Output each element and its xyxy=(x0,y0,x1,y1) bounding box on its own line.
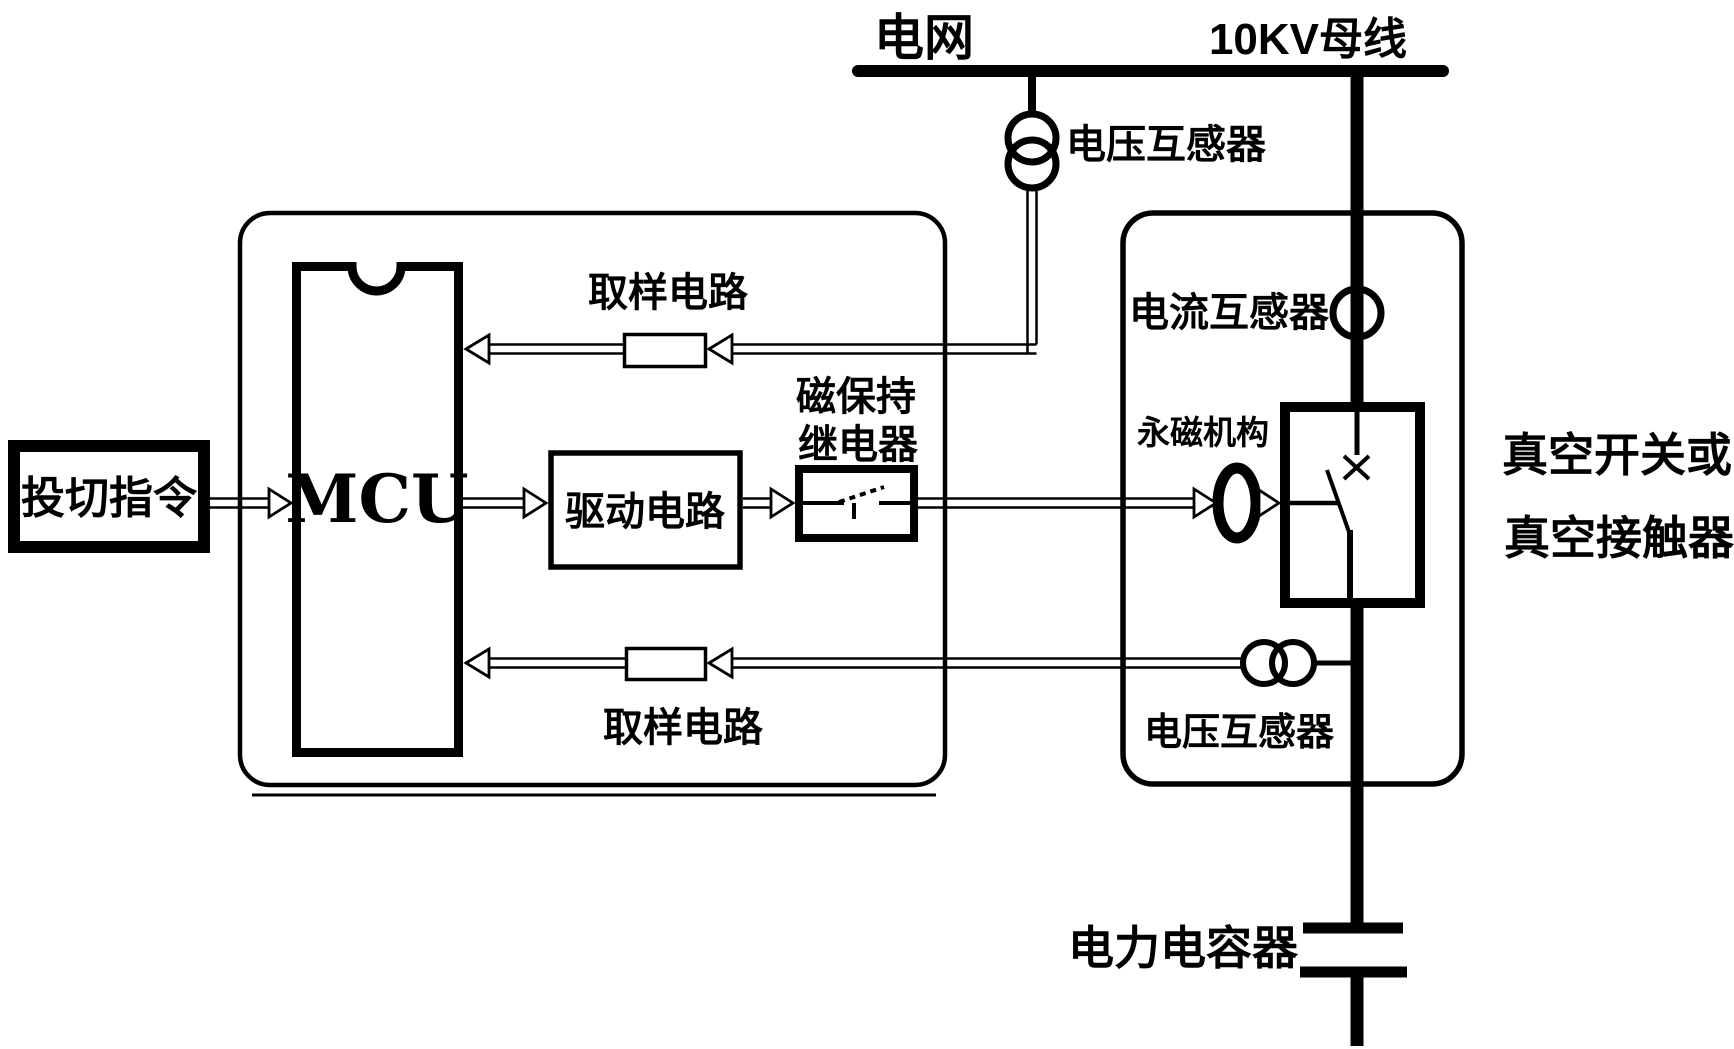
current-transformer-label: 电流互感器 xyxy=(1129,291,1330,335)
vacuum-switch-label-line2: 真空接触器 xyxy=(1504,512,1734,564)
sampling-box-bottom xyxy=(627,649,706,680)
arrow-into-sampling-bottom xyxy=(709,649,732,677)
bvt-coil-2 xyxy=(1272,642,1314,684)
arrow-into-pm xyxy=(1194,489,1216,517)
latching-relay xyxy=(799,469,914,538)
arrow-into-mcu-top xyxy=(466,335,489,363)
relay-label-line2: 继电器 xyxy=(798,423,919,467)
sampling-box-top xyxy=(625,335,706,367)
sampling-bottom-label: 取样电路 xyxy=(603,706,764,750)
top-voltage-transformer-symbol xyxy=(1008,75,1056,188)
bottom-vt-label: 电压互感器 xyxy=(1144,712,1335,754)
arrow-into-relay xyxy=(771,489,793,517)
power-capacitor-label: 电力电容器 xyxy=(1068,922,1299,974)
mcu-label: MCU xyxy=(285,460,468,538)
sampling-top-label: 取样电路 xyxy=(588,271,749,315)
permanent-magnet-label: 永磁机构 xyxy=(1137,414,1269,451)
bottom-voltage-transformer-symbol xyxy=(1243,642,1352,684)
vacuum-switch-label-line1: 真空开关或 xyxy=(1502,429,1732,481)
drive-circuit-label: 驱动电路 xyxy=(565,490,726,534)
grid-label: 电网 xyxy=(874,10,974,66)
top-vt-label: 电压互感器 xyxy=(1066,123,1267,167)
permanent-magnet-actuator-symbol xyxy=(1218,468,1256,538)
relay-label-line1: 磁保持 xyxy=(796,375,916,419)
busbar-label: 10KV母线 xyxy=(1209,15,1407,64)
arrow-into-vacuum-switch xyxy=(1259,490,1279,516)
arrow-into-drive xyxy=(524,489,546,517)
arrow-into-mcu-bottom xyxy=(466,649,489,677)
arrow-into-sampling-top xyxy=(709,335,732,363)
vacuum-switch xyxy=(1285,407,1420,603)
command-input-label: 投切指令 xyxy=(21,474,198,523)
